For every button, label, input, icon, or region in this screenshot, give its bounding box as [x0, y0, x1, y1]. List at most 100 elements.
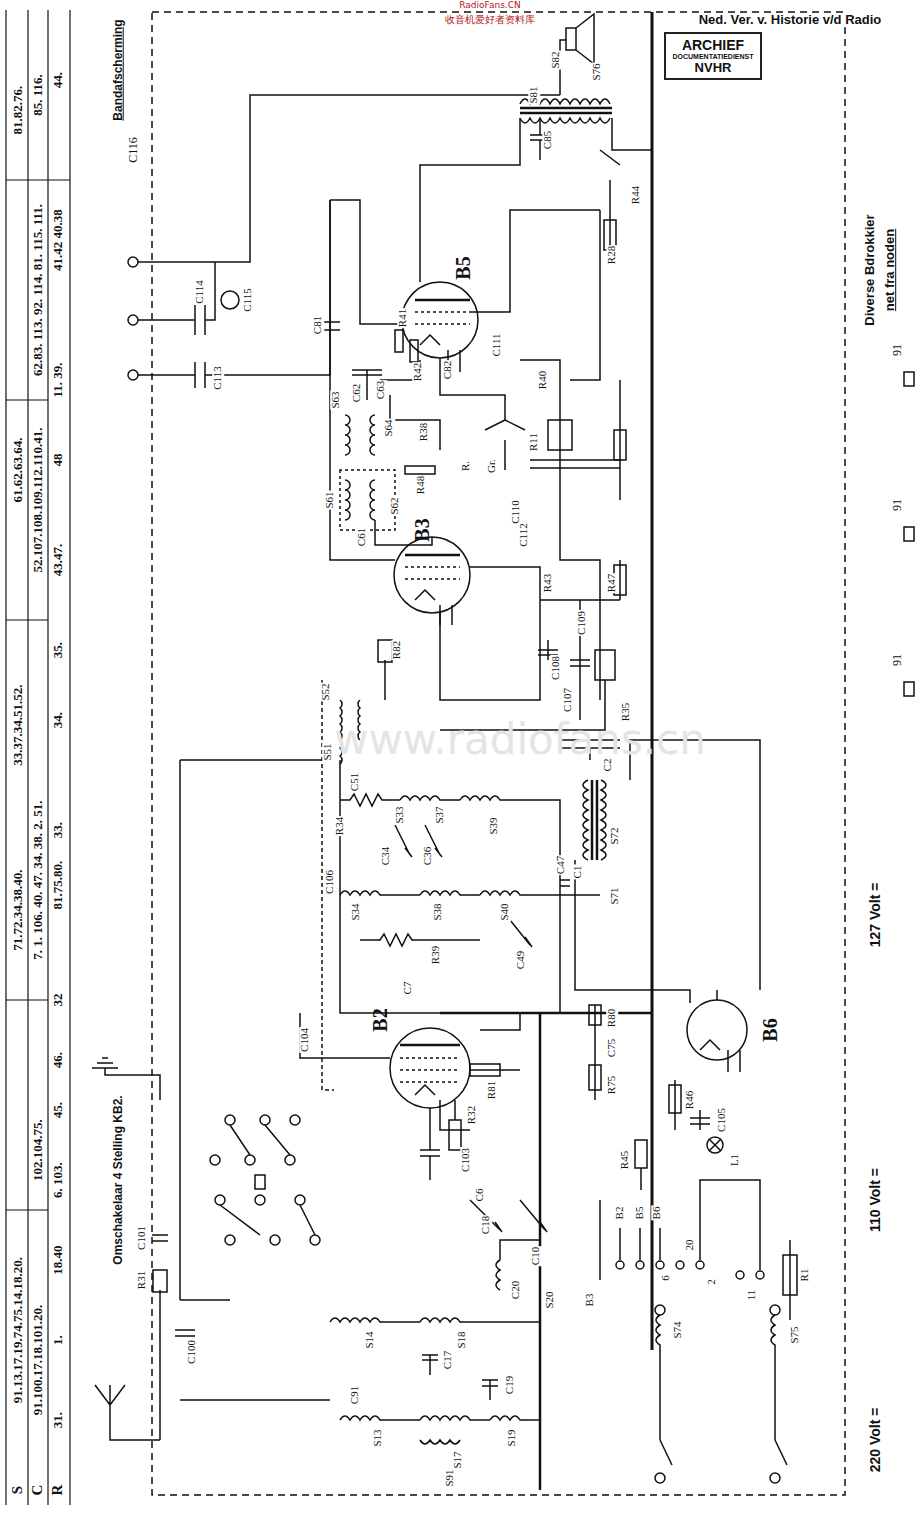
component-label: 20 — [684, 1239, 696, 1252]
parts-table-entry: 45. — [51, 1101, 65, 1119]
transformer-symbol — [560, 740, 760, 1003]
tube-label: B6 — [760, 1017, 781, 1042]
component-label: B2 — [614, 1206, 626, 1221]
component-label: R42 — [412, 362, 424, 382]
component-label: C103 — [460, 1147, 472, 1173]
component-label: C17 — [442, 1350, 454, 1370]
parts-table-entry: 18.40 — [51, 1244, 65, 1275]
component-label: C63 — [375, 380, 387, 400]
component-label: C108 — [550, 655, 562, 681]
note-text: Omschakelaar 4 Stelling KB2. — [112, 1094, 125, 1265]
component-label: R44 — [630, 185, 642, 205]
component-label: C106 — [324, 869, 336, 895]
component-label: C116 — [127, 136, 140, 164]
component-label: C81 — [312, 315, 324, 335]
component-label: C113 — [212, 365, 224, 390]
component-label: R. — [460, 460, 472, 472]
parts-table-entry: C — [30, 1484, 46, 1497]
parts-table-entry: 43.47. — [51, 543, 65, 578]
component-label: R43 — [542, 573, 554, 593]
component-label: C10 — [530, 1246, 542, 1266]
parts-table-entry: 52.107.108.109.112.110.41. — [31, 427, 45, 574]
component-label: S91 — [444, 1468, 456, 1487]
component-label: C20 — [510, 1280, 522, 1300]
component-label: C101 — [136, 1225, 148, 1251]
stamp-text: DOCUMENTATIEDIENST — [671, 53, 755, 60]
component-label: C105 — [716, 1107, 728, 1133]
wire — [320, 150, 626, 700]
component-label: 91 — [891, 653, 904, 667]
tube-label: B3 — [412, 517, 433, 542]
watermark-text: RadioFans.CN — [458, 1, 521, 10]
component-label: C6 — [474, 1188, 486, 1203]
component-label: R32 — [466, 1105, 478, 1125]
component-label: S62 — [389, 496, 401, 515]
component-label: C34 — [380, 846, 392, 866]
component-label: R82 — [391, 640, 403, 660]
tube-label: B5 — [453, 255, 474, 280]
ground-symbol — [92, 1058, 168, 1241]
component-label: R47 — [606, 573, 618, 593]
component-label: R41 — [397, 308, 409, 328]
component-label: C75 — [606, 1038, 618, 1058]
parts-table-entry: S — [10, 1485, 26, 1495]
component-label: C82 — [442, 360, 454, 380]
component-label: S14 — [364, 1330, 376, 1349]
parts-table-entry: 34. — [51, 711, 65, 729]
component-label: S64 — [383, 418, 395, 437]
component-label: 11 — [746, 1289, 758, 1302]
tube-symbol — [394, 537, 626, 730]
component-label: C104 — [299, 1027, 311, 1053]
component-label: C19 — [504, 1375, 516, 1395]
component-label: R11 — [528, 432, 540, 452]
parts-table-entry: 46. — [51, 1051, 65, 1069]
parts-table-entry: 32 — [51, 993, 65, 1008]
component-label: S81 — [528, 85, 540, 104]
parts-table-entry: 48 — [51, 453, 65, 468]
component-label: S76 — [591, 62, 603, 81]
note-text: net fra noden — [883, 228, 897, 312]
component-label: S39 — [488, 816, 500, 835]
note-text: 127 Volt = — [868, 882, 883, 949]
stamp-text: ARCHIEF — [671, 37, 755, 53]
component-label: C36 — [422, 846, 434, 866]
watermark-text: www.radiofans.cn — [333, 718, 707, 762]
component-label: S82 — [550, 50, 562, 69]
component-label: R34 — [334, 816, 346, 836]
tube-symbol — [330, 200, 600, 372]
archive-stamp: ARCHIEFDOCUMENTATIEDIENSTNVHR — [664, 32, 762, 80]
component-label: B3 — [584, 1293, 596, 1308]
parts-table-entry: 11. 39. — [51, 361, 65, 398]
component-label: R28 — [606, 245, 618, 265]
parts-table-entry: 31. — [51, 1411, 65, 1429]
component-label: R39 — [430, 945, 442, 965]
component-label: C61 — [356, 527, 368, 547]
component-label: R81 — [486, 1080, 498, 1100]
parts-table-entry: 7. 1. 106. 40. 47. 34. 38. 2. 51. — [31, 799, 45, 960]
component-label: S20 — [544, 1290, 556, 1309]
speaker-symbol — [420, 14, 652, 282]
note-text: 220 Volt = — [868, 1407, 883, 1474]
component-label: C1 — [572, 865, 584, 880]
component-label: 2 — [706, 1278, 718, 1286]
component-label: C85 — [542, 130, 554, 150]
component-label: S72 — [609, 826, 621, 845]
antenna-symbol — [95, 1270, 195, 1440]
parts-table-grid — [6, 10, 70, 1505]
component-label: 91 — [891, 343, 904, 357]
component-label: L1 — [729, 1153, 741, 1167]
component-label: C107 — [562, 687, 574, 713]
parts-table-entry: 62.83. 113. 92. 114. 81. 115. 111. — [31, 203, 45, 377]
component-label: R46 — [684, 1090, 696, 1110]
component-label: C7 — [402, 981, 414, 996]
parts-table-entry: 33.37.34.51.52. — [11, 683, 25, 766]
component-label: C112 — [518, 522, 530, 547]
component-label: C51 — [349, 772, 361, 792]
component-label: C114 — [194, 279, 206, 304]
component-label: C2 — [602, 758, 614, 773]
component-label: R1 — [799, 1268, 811, 1283]
coil-symbol — [180, 1200, 547, 1444]
parts-table-entry: 1. — [51, 1334, 65, 1346]
component-label: C18 — [480, 1215, 492, 1235]
